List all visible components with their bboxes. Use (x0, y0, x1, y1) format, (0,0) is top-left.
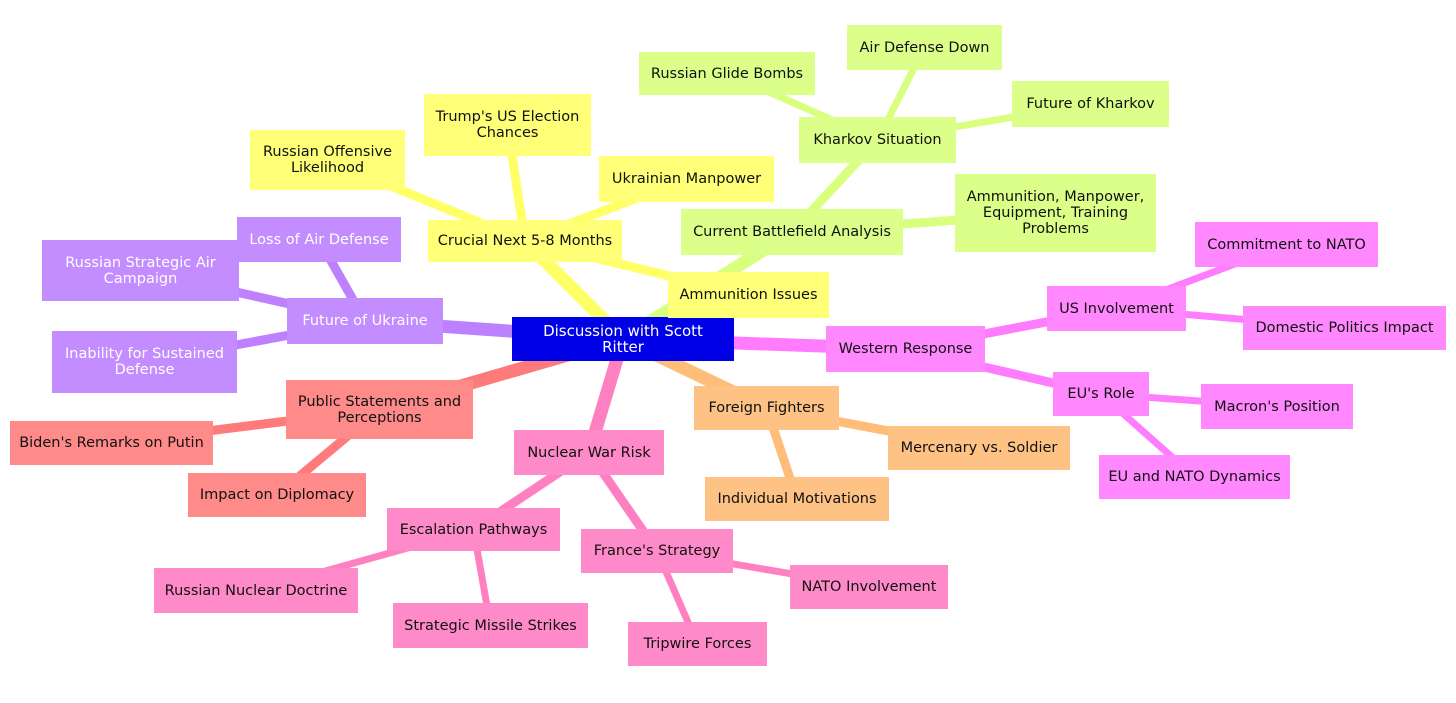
node-doctrine: Russian Nuclear Doctrine (154, 568, 358, 613)
node-battlefield: Current Battlefield Analysis (681, 209, 903, 255)
node-glide-bombs: Russian Glide Bombs (639, 52, 815, 95)
node-western: Western Response (826, 326, 985, 372)
node-us-involvement: US Involvement (1047, 286, 1186, 331)
node-russian-offensive: Russian Offensive Likelihood (250, 130, 405, 190)
node-tripwire: Tripwire Forces (628, 622, 767, 666)
node-escalation: Escalation Pathways (387, 508, 560, 551)
node-mercenary: Mercenary vs. Soldier (888, 426, 1070, 470)
node-ammunition-issues: Ammunition Issues (668, 272, 829, 318)
node-problems: Ammunition, Manpower, Equipment, Trainin… (955, 174, 1156, 252)
node-diplomacy: Impact on Diplomacy (188, 473, 366, 517)
node-ukraine: Future of Ukraine (287, 298, 443, 344)
node-domestic-politics: Domestic Politics Impact (1243, 306, 1446, 350)
node-missile-strikes: Strategic Missile Strikes (393, 603, 588, 648)
node-root: Discussion with Scott Ritter (512, 317, 734, 361)
node-loss-air: Loss of Air Defense (237, 217, 401, 262)
node-biden: Biden's Remarks on Putin (10, 421, 213, 465)
node-eu-nato: EU and NATO Dynamics (1099, 455, 1290, 499)
node-eu-role: EU's Role (1053, 372, 1149, 416)
node-nuclear: Nuclear War Risk (514, 430, 664, 475)
node-france: France's Strategy (581, 529, 733, 573)
node-public: Public Statements and Perceptions (286, 380, 473, 439)
node-nato-involvement: NATO Involvement (790, 565, 948, 609)
node-trump-election: Trump's US Election Chances (424, 94, 591, 156)
node-crucial: Crucial Next 5-8 Months (428, 220, 622, 262)
node-kharkov: Kharkov Situation (799, 117, 956, 163)
node-ukrainian-manpower: Ukrainian Manpower (599, 156, 774, 202)
node-air-defense-down: Air Defense Down (847, 25, 1002, 70)
node-macron: Macron's Position (1201, 384, 1353, 429)
node-motivations: Individual Motivations (705, 477, 889, 521)
node-foreign: Foreign Fighters (694, 386, 839, 430)
node-commitment-nato: Commitment to NATO (1195, 222, 1378, 267)
node-future-kharkov: Future of Kharkov (1012, 81, 1169, 127)
node-strategic-air: Russian Strategic Air Campaign (42, 240, 239, 301)
node-sustained: Inability for Sustained Defense (52, 331, 237, 393)
